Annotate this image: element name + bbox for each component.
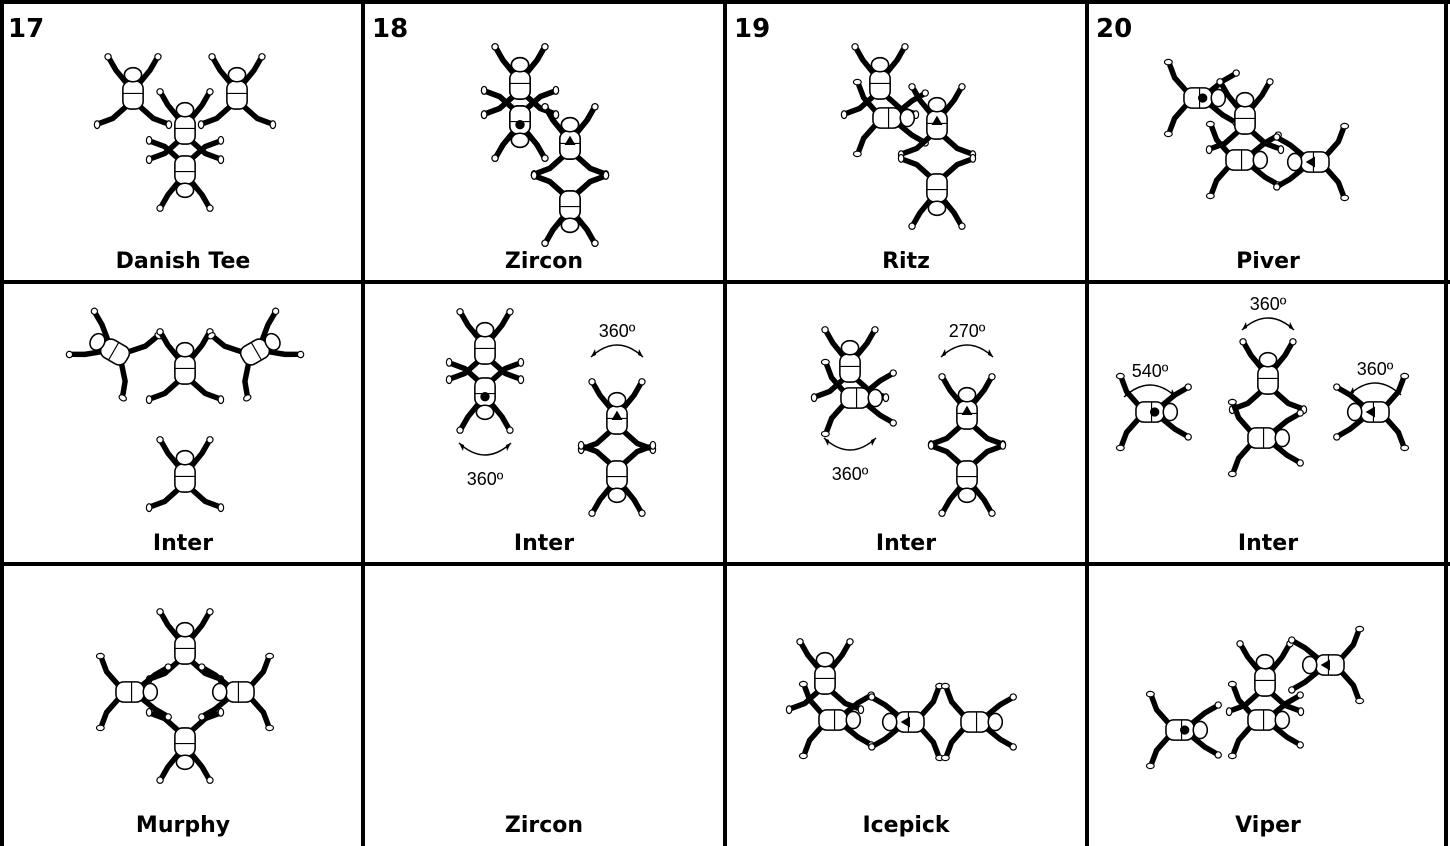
dot-marker-icon xyxy=(480,392,489,401)
rotation-degree-label: 360º xyxy=(1250,294,1287,314)
jumper-icon xyxy=(578,379,655,454)
cell-label-zircon: Zircon xyxy=(363,813,725,839)
jumper-icon xyxy=(146,437,223,512)
jumper-icon xyxy=(531,171,608,246)
jumper-icon xyxy=(446,358,523,433)
jumper-icon xyxy=(1228,399,1303,476)
rotation-arrow-icon xyxy=(1242,318,1294,330)
jumper-icon xyxy=(1229,339,1306,414)
jumper-icon xyxy=(1146,691,1221,768)
jumper-icon xyxy=(207,298,310,402)
formation-number-18: 18 xyxy=(372,14,408,44)
jumper-icon xyxy=(531,104,608,179)
jumper-icon xyxy=(1226,641,1303,716)
cell-label-piver: Piver xyxy=(1087,249,1449,275)
rotation-degree-label: 360º xyxy=(599,321,636,341)
rotation-arrow-icon xyxy=(459,443,511,455)
formation-number-20: 20 xyxy=(1096,14,1132,44)
cell-label-inter: Inter xyxy=(363,531,725,557)
jumper-icon xyxy=(928,441,1005,516)
cell-label-inter: Inter xyxy=(2,531,364,557)
jumper-icon xyxy=(1274,123,1349,200)
cell-label-inter: Inter xyxy=(725,531,1087,557)
jumper-icon xyxy=(60,298,163,402)
rotation-degree-label: 360º xyxy=(1357,359,1394,379)
jumper-icon xyxy=(898,154,975,229)
rotation-arrow-icon xyxy=(824,438,876,450)
formation-figures xyxy=(60,44,1409,784)
jumper-icon xyxy=(869,683,944,760)
rotation-arrow-icon xyxy=(1349,383,1401,395)
rotation-degree-label: 360º xyxy=(467,469,504,489)
dot-marker-icon xyxy=(515,120,524,129)
formation-number-19: 19 xyxy=(734,14,770,44)
jumper-icon xyxy=(146,136,223,211)
cell-label-danish-tee: Danish Tee xyxy=(2,249,364,275)
cell-label-icepick: Icepick xyxy=(725,813,1087,839)
formation-number-17: 17 xyxy=(8,14,44,44)
rotation-arrow-icon xyxy=(941,345,993,357)
jumper-icon xyxy=(146,329,223,404)
cell-label-viper: Viper xyxy=(1087,813,1449,839)
cell-label-ritz: Ritz xyxy=(725,249,1087,275)
cell-label-murphy: Murphy xyxy=(2,813,364,839)
dot-marker-icon xyxy=(1198,93,1207,102)
rotation-degree-label: 270º xyxy=(949,321,986,341)
rotation-arrow-icon xyxy=(591,345,643,357)
jumper-icon xyxy=(1334,373,1409,450)
rotation-degree-label: 540º xyxy=(1132,361,1169,381)
rotation-degree-label: 360º xyxy=(832,464,869,484)
cell-label-zircon: Zircon xyxy=(363,249,725,275)
jumper-icon xyxy=(146,89,223,164)
jumper-icon xyxy=(578,441,655,516)
jumper-icon xyxy=(941,683,1016,760)
jumper-icon xyxy=(146,708,223,783)
jumper-icon xyxy=(928,374,1005,449)
dot-marker-icon xyxy=(1150,407,1159,416)
jumper-icon xyxy=(786,639,863,714)
cell-label-inter: Inter xyxy=(1087,531,1449,557)
jumper-icon xyxy=(446,309,523,384)
dot-marker-icon xyxy=(1180,725,1189,734)
